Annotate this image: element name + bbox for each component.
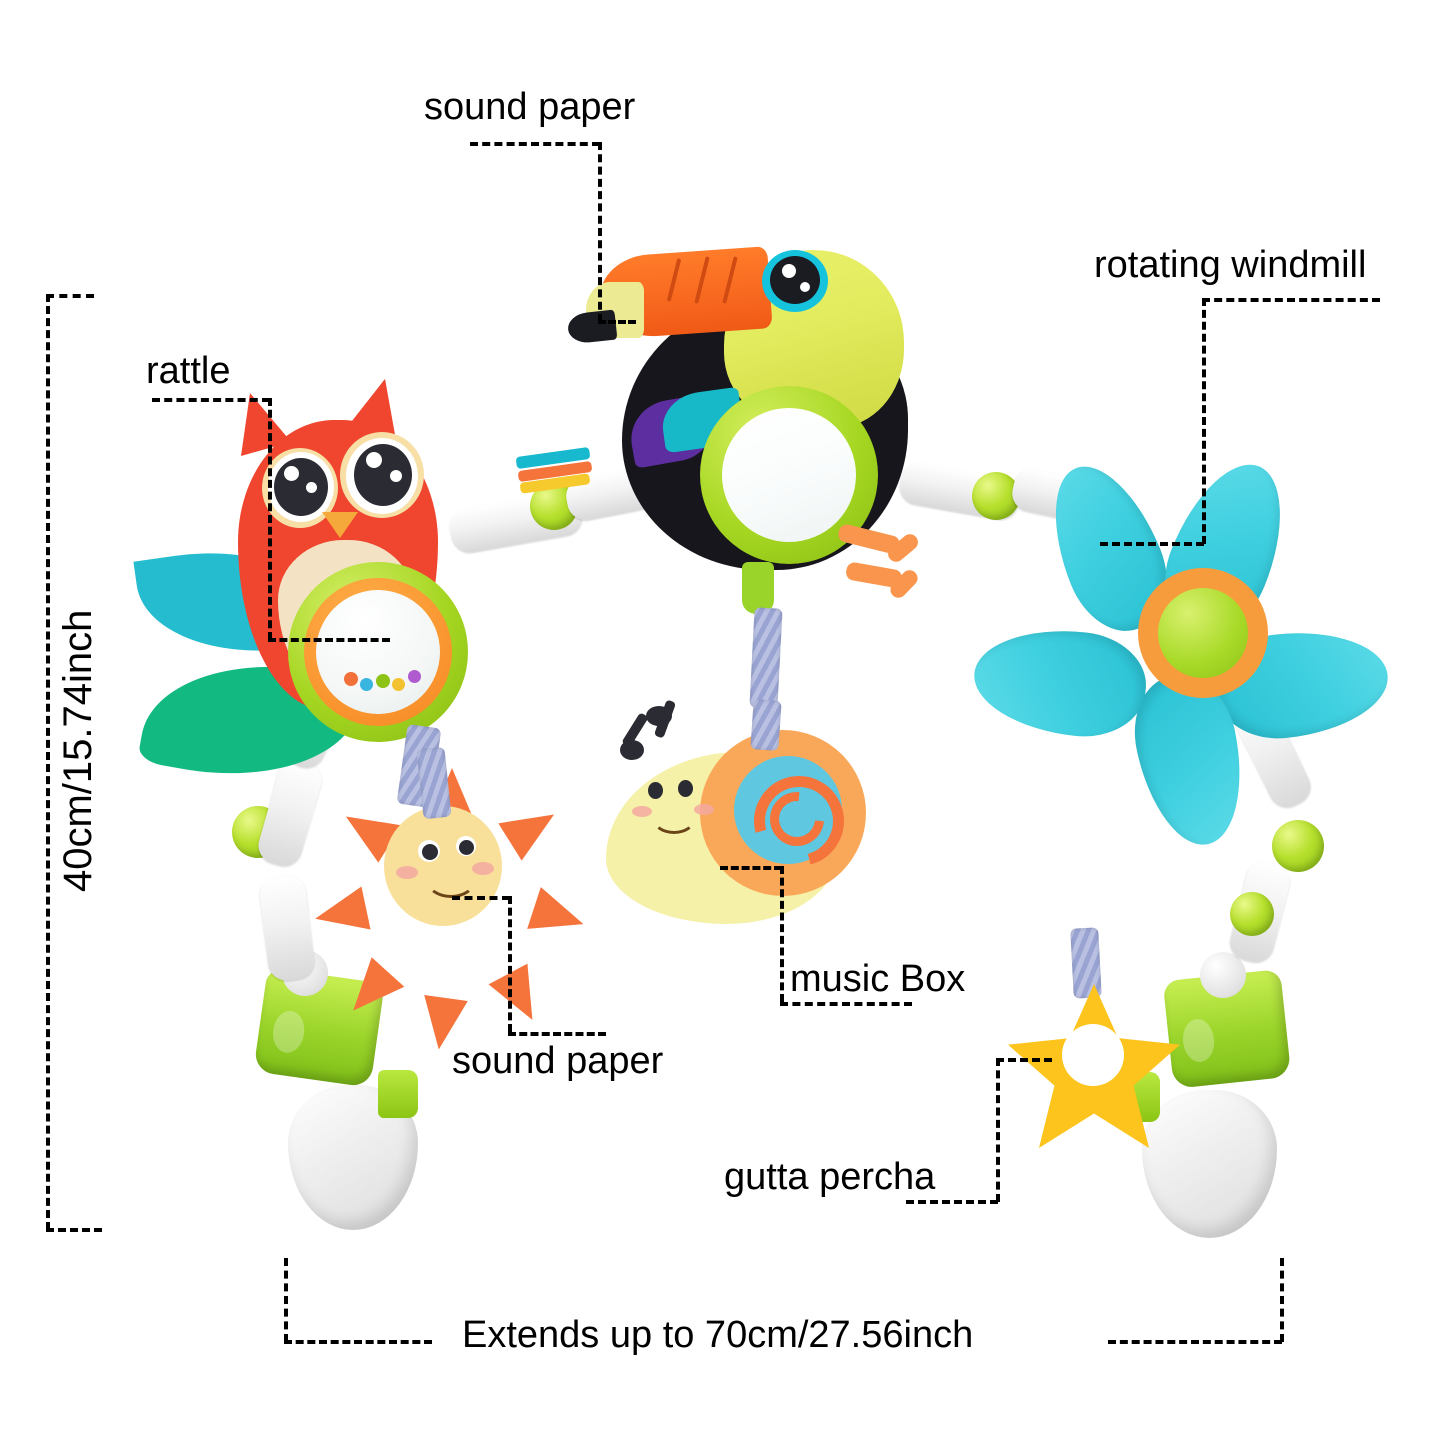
music-box-leader-h1 (720, 866, 782, 870)
sound-paper-top-leader-v (598, 142, 602, 322)
annotation-rattle-label: rattle (146, 350, 231, 392)
gutta-percha-leader-v (996, 1058, 1000, 1202)
sound-paper-bottom-leader-h1 (452, 896, 510, 900)
windmill-leader-v (1202, 298, 1206, 544)
height-bracket-line (46, 294, 50, 1230)
sound-paper-bottom-leader-h2 (508, 1032, 606, 1036)
windmill-leader-h1 (1202, 298, 1380, 302)
rattle-leader-h2 (268, 638, 390, 642)
gutta-percha-leader-h2 (906, 1200, 998, 1204)
annotation-music-box-label: music Box (790, 958, 966, 1000)
width-bracket-right (1280, 1258, 1284, 1342)
gutta-percha-leader-h1 (996, 1058, 1052, 1062)
height-dimension-label: 40cm/15.74inch (56, 609, 100, 892)
annotation-sound-paper-bottom-label: sound paper (452, 1040, 664, 1082)
height-bracket-bottom (46, 1228, 102, 1232)
width-dimension-label: Extends up to 70cm/27.56inch (462, 1314, 974, 1356)
width-bracket-line-right (1108, 1340, 1282, 1344)
sound-paper-top-leader-h1 (470, 142, 600, 146)
rattle-leader-v (268, 398, 272, 640)
width-bracket-line-left (284, 1340, 432, 1344)
height-bracket-top (46, 294, 94, 298)
annotation-sound-paper-top-label: sound paper (424, 86, 636, 128)
music-box-leader-v (780, 866, 784, 1002)
sound-paper-bottom-leader-v (508, 896, 512, 1032)
annotation-gutta-percha-label: gutta percha (724, 1156, 936, 1198)
width-bracket-left (284, 1258, 288, 1342)
sound-paper-top-leader-h2 (598, 320, 636, 324)
rattle-leader-h1 (152, 398, 270, 402)
music-box-leader-h2 (780, 1002, 912, 1006)
windmill-leader-h2 (1100, 542, 1204, 546)
annotation-rotating-windmill-label: rotating windmill (1094, 244, 1367, 286)
